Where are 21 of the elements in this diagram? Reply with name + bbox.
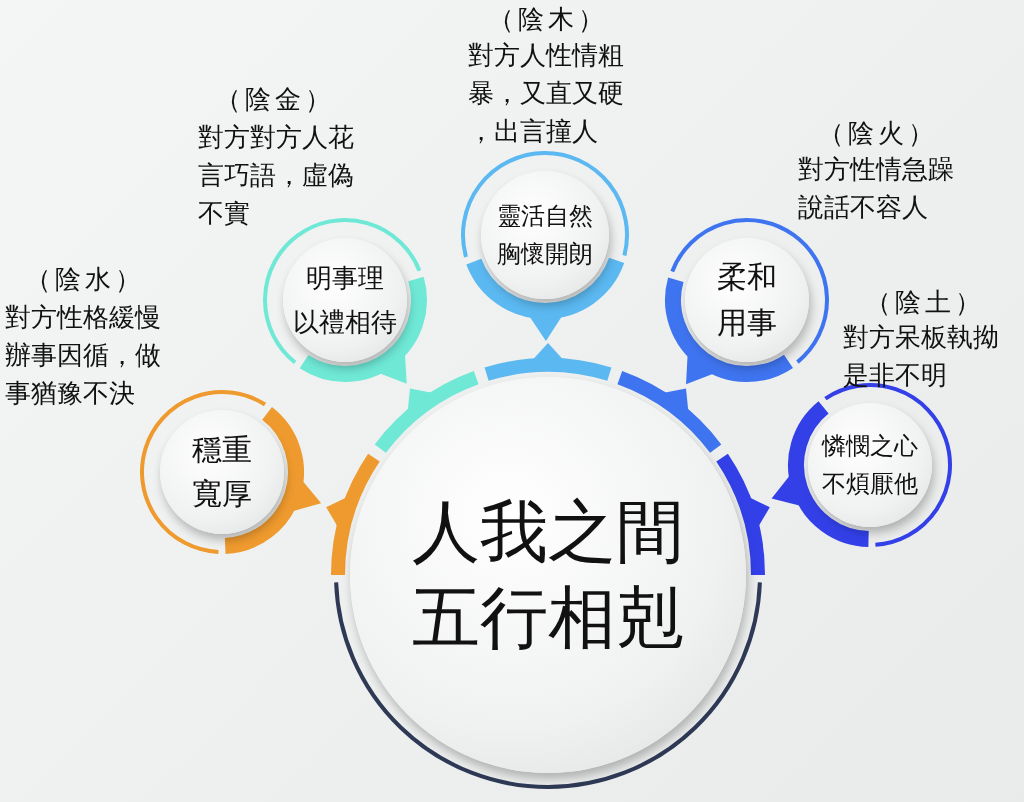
element-heading: （陰金） (215, 83, 335, 116)
description-text: 對方性情急躁說話不容人 (798, 153, 955, 224)
title-text: 人我之間五行相剋 (411, 491, 685, 659)
description-text: 對方性格緩慢辦事因循，做事猶豫不決 (5, 301, 162, 410)
element-circle (283, 238, 407, 362)
element-circle (481, 171, 609, 299)
description-text: 對方呆板執拗是非不明 (843, 321, 1000, 392)
description-text: 對方人性情粗暴，又直又硬，出言撞人 (468, 39, 625, 148)
element-heading: （陰土） (865, 286, 985, 319)
node-label: 憐憫之心不煩厭他 (820, 431, 919, 500)
node-label: 靈活自然胸懷開朗 (496, 201, 594, 270)
element-heading: （陰木） (488, 3, 608, 36)
element-circle (808, 403, 932, 527)
element-circle (160, 410, 284, 534)
node-label: 柔和用事 (716, 258, 778, 342)
element-heading: （陰火） (818, 117, 938, 150)
description-text: 對方對方人花言巧語，虛偽不實 (198, 121, 355, 230)
node-label: 明事理以禮相待 (292, 262, 398, 339)
element-heading: （陰水） (25, 263, 145, 296)
node-label: 穩重寬厚 (191, 431, 253, 513)
element-circle (685, 238, 809, 362)
